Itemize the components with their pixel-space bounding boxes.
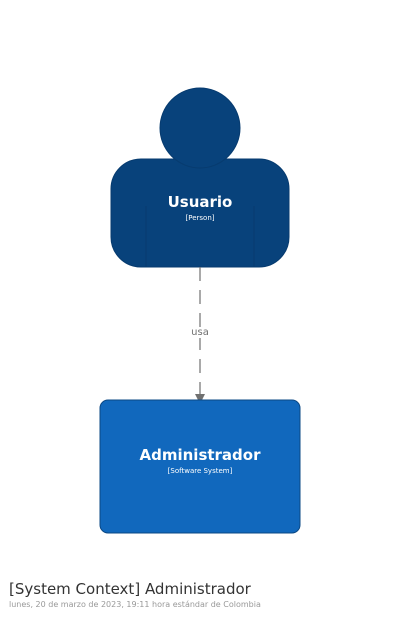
diagram-title: [System Context] Administrador xyxy=(9,580,251,598)
person-head xyxy=(159,87,241,169)
system-type: [Software System] xyxy=(167,467,233,475)
system-administrador[interactable] xyxy=(99,399,301,534)
person-name: Usuario xyxy=(167,193,233,211)
person-usuario[interactable] xyxy=(110,87,290,268)
system-name: Administrador xyxy=(139,446,261,464)
person-body-inner-lines xyxy=(145,206,255,267)
relationship-label: usa xyxy=(180,327,220,338)
person-type: [Person] xyxy=(185,214,215,222)
diagram-date: lunes, 20 de marzo de 2023, 19:11 hora e… xyxy=(9,600,261,609)
person-body xyxy=(110,158,290,268)
